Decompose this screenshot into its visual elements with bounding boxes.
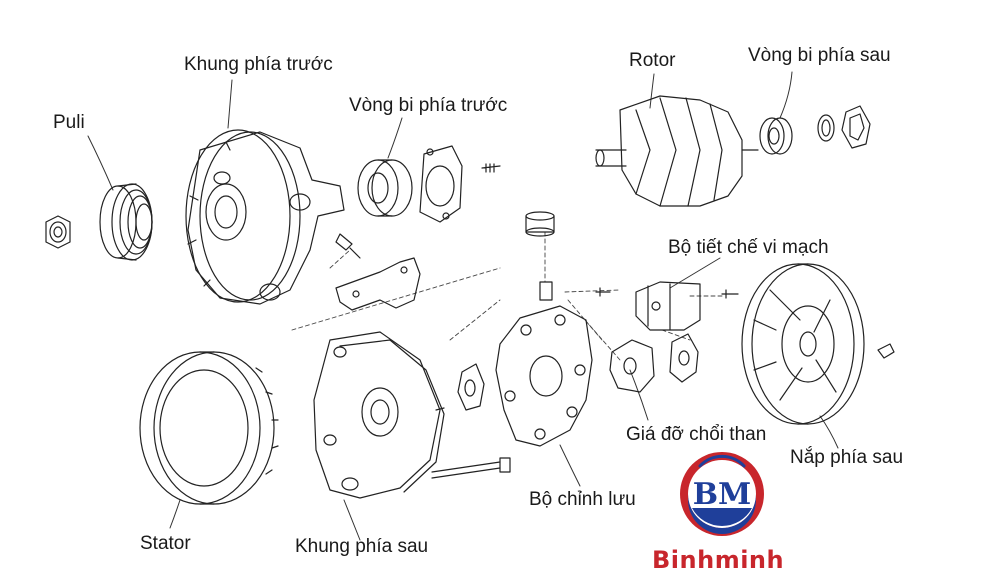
label-gia-do-choi-than: Giá đỡ chổi than	[626, 424, 767, 445]
assembly-dashed-lines	[291, 231, 723, 361]
nut-part	[45, 215, 71, 249]
rear-cover-part	[741, 263, 865, 425]
screw-parts	[335, 163, 895, 359]
label-bo-chinh-luu: Bộ chỉnh lưu	[529, 489, 636, 510]
label-khung-phia-sau: Khung phía sau	[295, 536, 429, 557]
stator-part	[139, 351, 279, 505]
label-khung-phia-truoc: Khung phía trước	[184, 54, 333, 75]
front-bearing-part	[357, 159, 413, 217]
regulator-part	[635, 281, 701, 331]
rear-bearing-part	[759, 105, 871, 155]
bracket-part	[335, 257, 421, 311]
label-rotor: Rotor	[629, 50, 676, 71]
label-bo-tiet-che: Bộ tiết chế vi mạch	[668, 237, 829, 258]
logo-badge-text: BM	[693, 477, 752, 512]
bolt-part	[431, 457, 511, 479]
rectifier-part	[495, 281, 593, 447]
logo-brand-name: Binhminh	[652, 546, 785, 574]
label-stator: Stator	[140, 533, 191, 554]
puli-part	[99, 183, 153, 261]
terminal-cap-part	[525, 211, 555, 237]
brush-holder-part	[609, 333, 699, 393]
leader-lines	[87, 71, 839, 541]
rotor-part	[595, 95, 759, 207]
label-nap-phia-sau: Nắp phía sau	[790, 447, 904, 468]
label-puli: Puli	[53, 112, 85, 133]
label-vong-bi-phia-truoc: Vòng bi phía trước	[349, 95, 508, 116]
retainer-plate-part	[419, 145, 463, 223]
logo-badge: BM	[680, 452, 764, 536]
rear-frame-part	[313, 331, 445, 499]
gasket-part	[457, 363, 485, 411]
front-frame-part	[185, 129, 345, 305]
label-vong-bi-phia-sau: Vòng bi phía sau	[748, 45, 891, 66]
